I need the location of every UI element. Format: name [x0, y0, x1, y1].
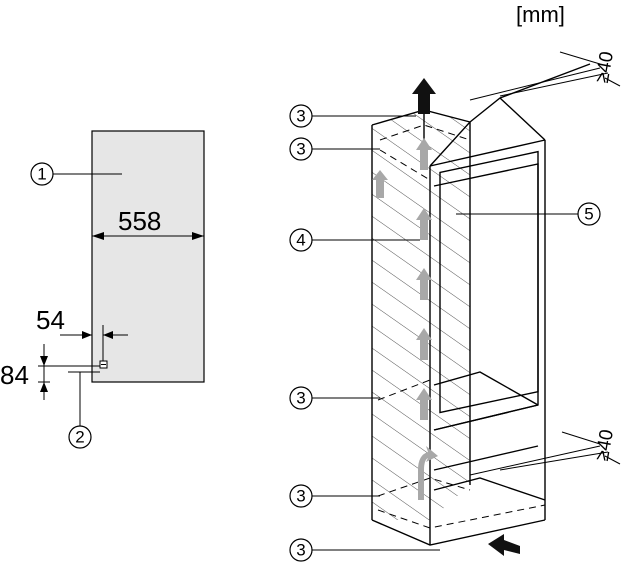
- callout-3e-label: 3: [296, 541, 305, 560]
- cabinet-top-diagonal: [429, 121, 471, 167]
- clearance-top-arrow-b: [604, 77, 621, 87]
- height-arrow-top: [40, 356, 48, 366]
- height-arrow-bottom: [40, 382, 48, 392]
- width-dimension-label: 558: [118, 206, 161, 236]
- clearance-mid-line-a: [469, 445, 601, 476]
- callout-3a-label: 3: [296, 107, 305, 126]
- airflow-arrows: [372, 138, 438, 500]
- callout-3d-circle: [289, 484, 313, 508]
- clearance-top-line-b: [499, 72, 609, 97]
- callout-3d-label: 3: [296, 487, 305, 506]
- callout-1-circle: [30, 162, 54, 186]
- intake-arrow-icon: [488, 534, 520, 556]
- ventilation-duct-hatching: [372, 110, 470, 520]
- exhaust-arrow-icon: [412, 78, 436, 114]
- callout-3e-circle: [289, 538, 313, 562]
- cabinet-top-back-edge: [469, 63, 591, 123]
- callout-3a-circle: [289, 104, 313, 128]
- airflow-arrow-2: [416, 208, 432, 240]
- hidden-mid-line: [377, 379, 431, 401]
- clearance-mid-arrow-a: [561, 431, 601, 445]
- appliance-lower-top: [433, 445, 539, 471]
- width-arrow-left: [92, 232, 104, 240]
- callout-3c-circle: [289, 386, 313, 410]
- airflow-arrow-intake-curve: [418, 446, 438, 500]
- appliance-divider: [433, 404, 539, 431]
- callout-2-label: 2: [75, 428, 84, 447]
- clearance-top-arrow-a: [559, 51, 601, 65]
- cabinet-bottom-edge: [371, 519, 546, 546]
- cabinet-top-front-edge: [429, 139, 546, 167]
- clearance-mid-label: ≥40: [592, 428, 618, 463]
- callout-3b-label: 3: [296, 140, 305, 159]
- cabinet-top-right-edge: [499, 97, 546, 141]
- callout-5-circle: [577, 202, 601, 226]
- callout-5-label: 5: [584, 205, 593, 224]
- clearance-top-line-a: [469, 67, 601, 101]
- niche-panel: [91, 130, 205, 383]
- offset-arrow-right: [103, 331, 113, 339]
- airflow-arrow-3: [416, 268, 432, 300]
- callout-3c-label: 3: [296, 389, 305, 408]
- airflow-arrow-4: [416, 328, 432, 360]
- airflow-arrow-side: [372, 170, 388, 198]
- callout-1-label: 1: [37, 165, 46, 184]
- appliance-shelf-top: [433, 371, 539, 406]
- airflow-arrow-5: [416, 388, 432, 420]
- hidden-top-diag: [379, 149, 431, 181]
- cabinet-base-top: [433, 477, 546, 501]
- callout-4-label: 4: [296, 231, 305, 250]
- callout-4-circle: [289, 228, 313, 252]
- airflow-arrow-1: [416, 138, 432, 170]
- clearance-top-label: ≥40: [592, 50, 618, 85]
- width-arrow-right: [192, 232, 204, 240]
- callout-3-group: 3 3 3 3 3: [289, 104, 440, 562]
- callout-2-circle: [68, 425, 92, 449]
- hidden-bottom-inner: [377, 477, 471, 497]
- callout-3b-circle: [289, 137, 313, 161]
- clearance-mid-line-b: [499, 451, 609, 471]
- hidden-top-inner: [379, 124, 471, 141]
- offset-dimension-label: 54: [36, 305, 65, 335]
- unit-label: [mm]: [516, 2, 565, 27]
- hidden-base-line: [377, 504, 546, 529]
- clearance-mid-arrow-b: [604, 455, 621, 465]
- cabinet-view: ≥40 ≥40 3 3: [289, 50, 621, 562]
- niche-panel-view: 558 54 84 1 2: [0, 130, 205, 449]
- offset-arrow-left: [82, 331, 92, 339]
- height-dimension-label: 84: [0, 360, 29, 390]
